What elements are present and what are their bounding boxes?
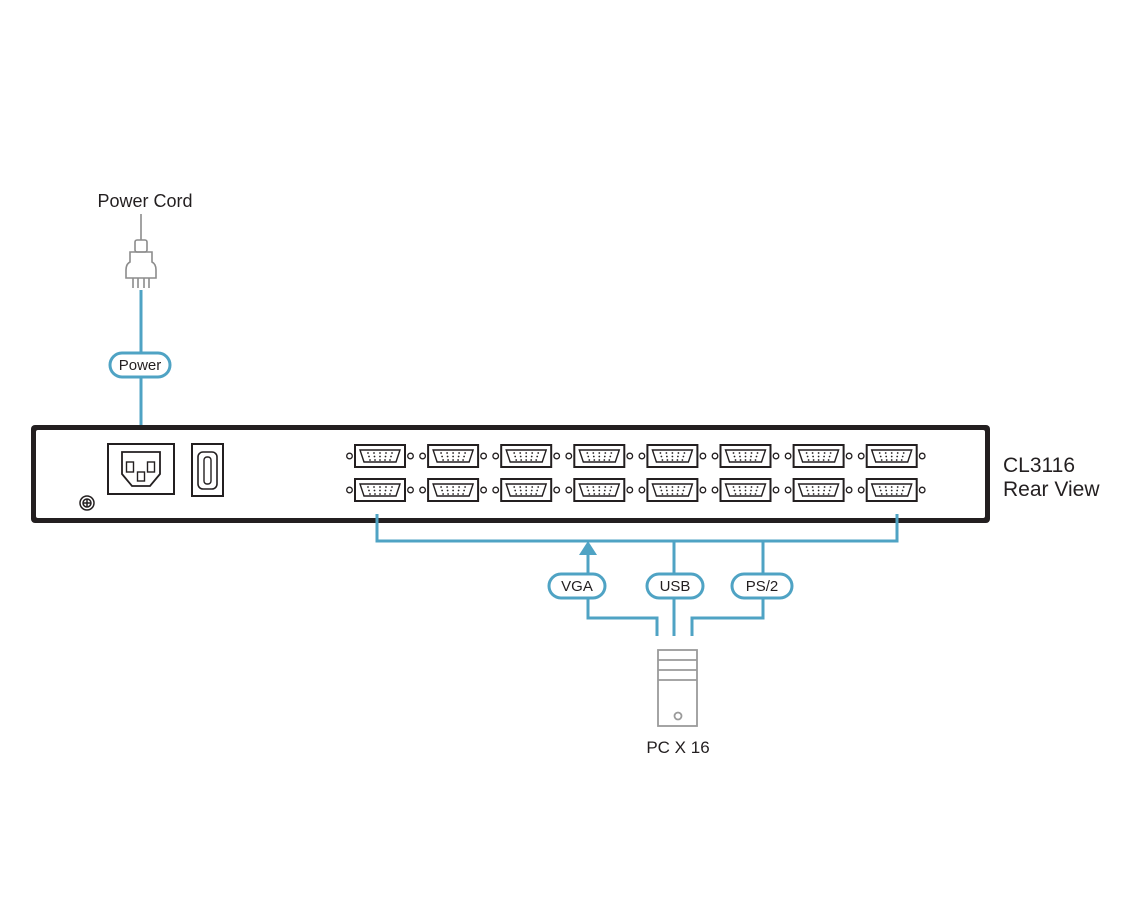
view-label: Rear View	[1003, 478, 1100, 501]
power-socket-icon	[107, 443, 175, 495]
power-pill: Power	[108, 351, 172, 379]
db15-port-icon	[346, 478, 414, 502]
db15-port-icon	[784, 478, 853, 502]
db15-port-icon	[419, 444, 488, 468]
db15-port-icon	[857, 478, 926, 502]
model-label: CL3116	[1003, 454, 1075, 477]
usb-pill: USB	[645, 572, 705, 600]
power-plug-icon	[125, 214, 157, 288]
db15-port-icon	[638, 444, 707, 468]
power-switch-icon	[191, 443, 224, 497]
db15-port-icon	[857, 444, 926, 468]
kvm-cable-bus	[375, 514, 899, 636]
vga-pill: VGA	[547, 572, 607, 600]
db15-port-icon	[711, 478, 780, 502]
db15-port-icon	[346, 444, 414, 468]
usb-label: USB	[660, 578, 691, 595]
db15-port-icon	[784, 444, 853, 468]
db15-port-icon	[492, 478, 561, 502]
pc-count-label: PC X 16	[646, 738, 709, 757]
pc-tower-icon	[657, 649, 698, 727]
arrow-up-icon	[579, 541, 597, 555]
db15-port-icon	[638, 478, 707, 502]
db15-port-icon	[565, 478, 634, 502]
power-pill-label: Power	[119, 357, 162, 374]
db15-port-icon	[711, 444, 780, 468]
ps2-pill: PS/2	[730, 572, 794, 600]
vga-label: VGA	[561, 578, 593, 595]
db15-port-icon	[492, 444, 561, 468]
ground-screw-icon	[79, 495, 95, 511]
console-ports	[346, 444, 926, 502]
db15-port-icon	[565, 444, 634, 468]
db15-port-icon	[419, 478, 488, 502]
ps2-label: PS/2	[746, 578, 779, 595]
power-cord-label: Power Cord	[97, 191, 192, 211]
